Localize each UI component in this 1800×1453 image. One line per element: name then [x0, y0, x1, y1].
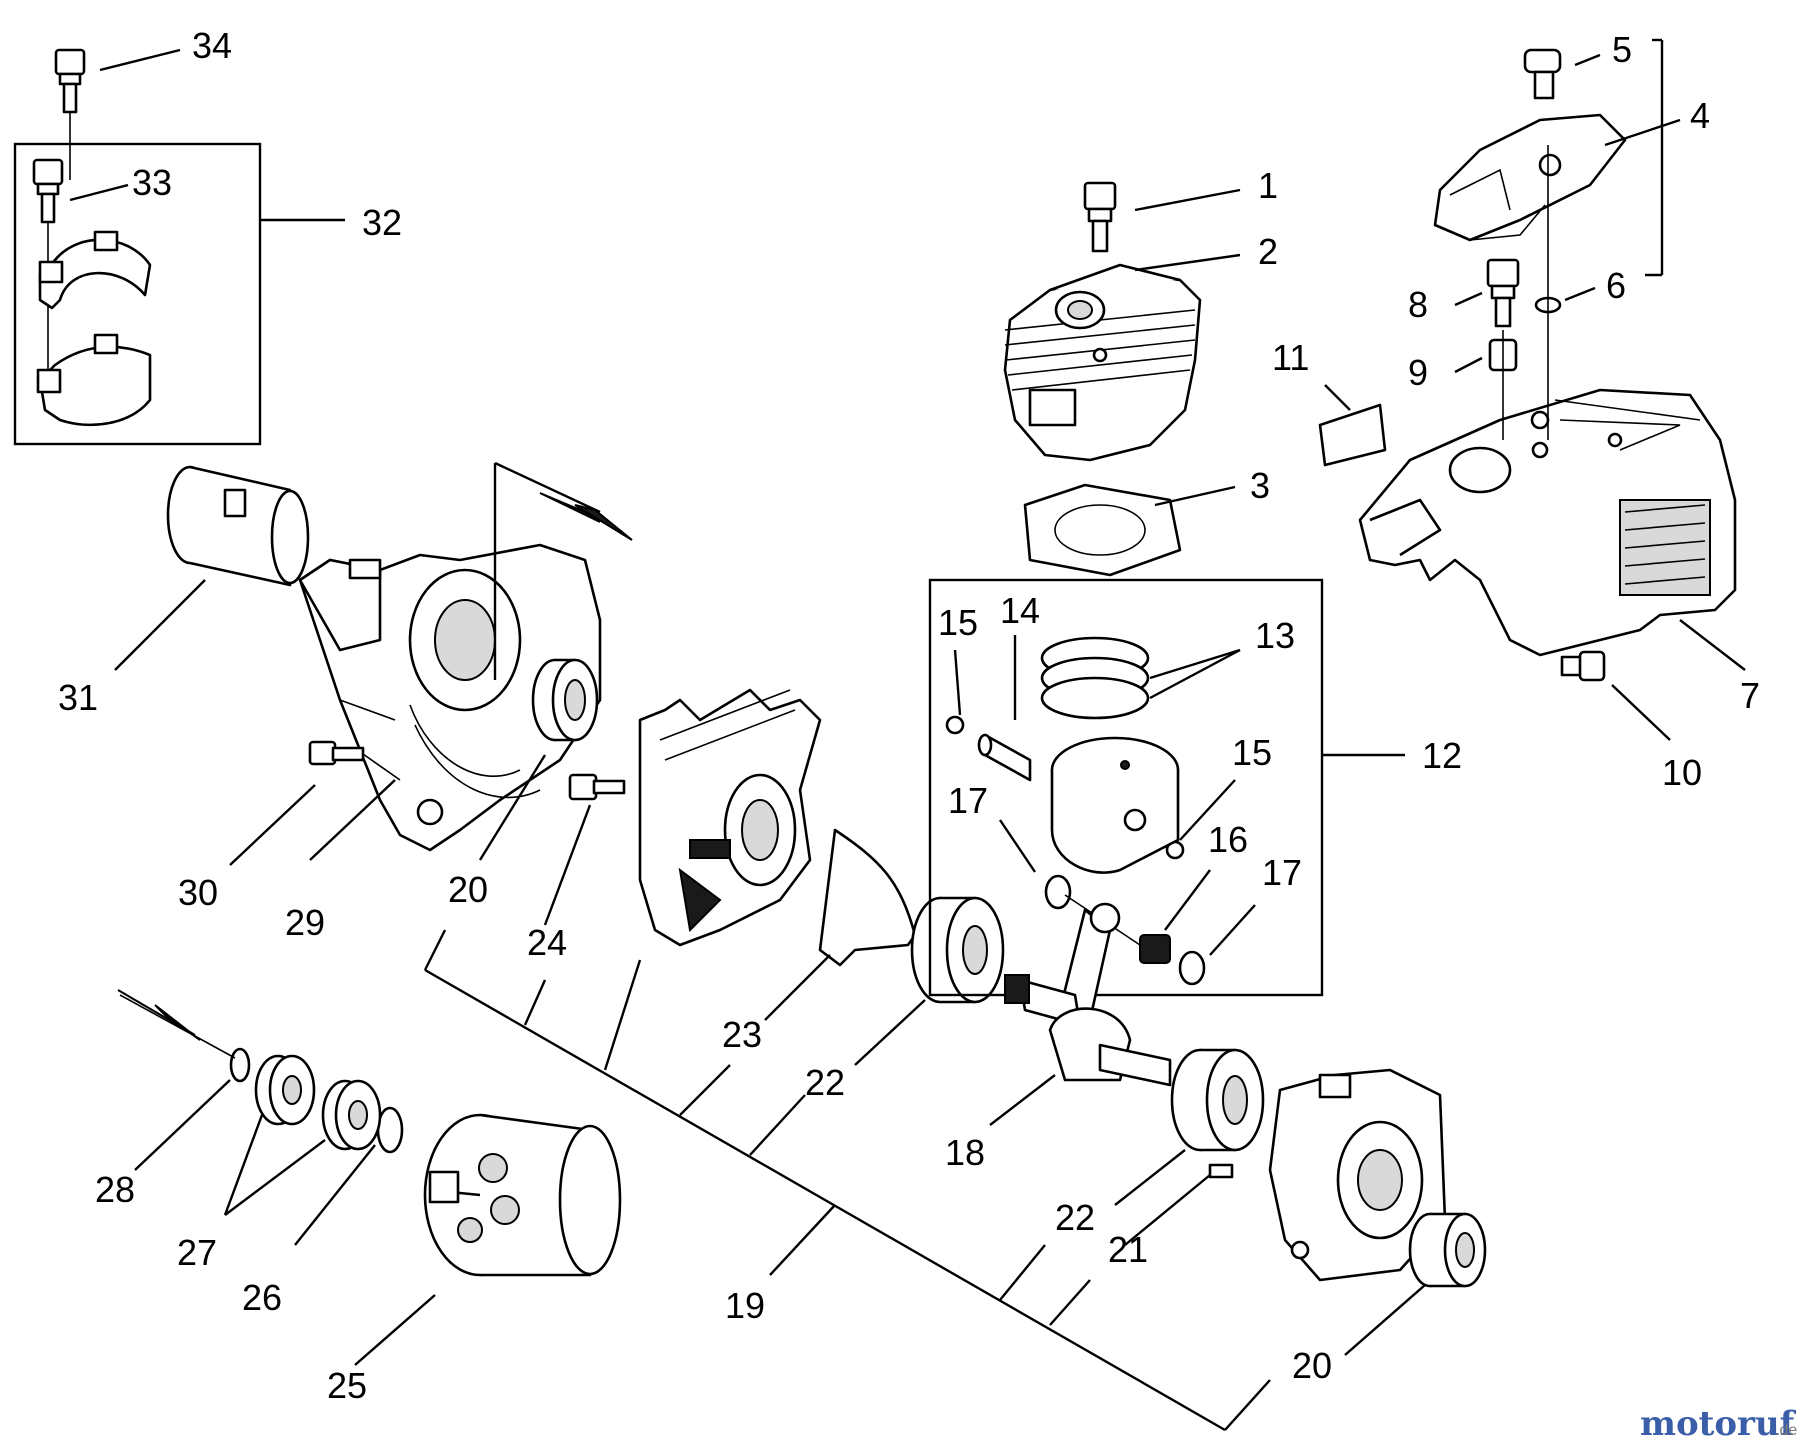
- part-15-clip: [945, 715, 1185, 860]
- callout-4: 4: [1690, 95, 1710, 136]
- watermark-logo: motoruf .de: [1640, 1404, 1797, 1444]
- part-32-clamp-kit: [13, 48, 345, 446]
- clamp-upper: [38, 238, 152, 310]
- callout-10: 10: [1662, 752, 1702, 793]
- watermark-text: motoruf: [1640, 1404, 1797, 1444]
- callout-15a: 15: [938, 602, 978, 643]
- callout-3: 3: [1250, 465, 1270, 506]
- callout-22b: 22: [1055, 1197, 1095, 1238]
- part-19-assembly-bracket: [423, 929, 1271, 1432]
- callout-5: 5: [1612, 29, 1632, 70]
- part-16-needle-bearing: [1139, 934, 1171, 964]
- part-22-bearing-right: [1170, 1048, 1265, 1152]
- watermark-suffix: .de: [1775, 1422, 1797, 1439]
- part-30-bolt: [308, 740, 401, 781]
- part-22-bearing-mid: [910, 896, 1005, 1004]
- part-29-clutch-housing: [298, 543, 602, 852]
- part-2-cylinder: [1003, 263, 1202, 462]
- part-28-clip: [229, 1047, 251, 1083]
- part-17-washer: [1044, 874, 1206, 986]
- callout-32: 32: [362, 202, 402, 243]
- part-25-clutch-drum: [423, 1113, 622, 1277]
- callout-24: 24: [527, 922, 567, 963]
- callout-20b: 20: [1292, 1345, 1332, 1386]
- callout-19: 19: [725, 1285, 765, 1326]
- part-3-gasket: [1023, 483, 1182, 577]
- part-27-bearings: [254, 1054, 382, 1151]
- callout-2: 2: [1258, 231, 1278, 272]
- callout-11: 11: [1272, 337, 1309, 378]
- callout-33: 33: [132, 162, 172, 203]
- callout-6: 6: [1606, 265, 1626, 306]
- part-21-dowel-pin: [1208, 1163, 1234, 1179]
- callout-23: 23: [722, 1014, 762, 1055]
- part-20-bearing-lower: [1408, 1212, 1487, 1288]
- callout-30: 30: [178, 872, 218, 913]
- part-10-bolt: [1560, 650, 1606, 682]
- part-12-piston-kit-box: [928, 578, 1324, 997]
- piston: [1050, 736, 1180, 874]
- callout-18: 18: [945, 1132, 985, 1173]
- part-33-bolt: [32, 158, 64, 380]
- part-8-bolt: [1486, 258, 1520, 328]
- callout-14: 14: [1000, 590, 1040, 631]
- part-5-knob: [1523, 48, 1562, 100]
- part-1-bolt: [1083, 181, 1117, 253]
- callout-1: 1: [1258, 165, 1278, 206]
- part-24-crankcase-half: [638, 688, 822, 947]
- callout-31: 31: [58, 677, 98, 718]
- part-31-sleeve: [166, 465, 310, 587]
- callout-22a: 22: [805, 1062, 845, 1103]
- part-24-bolt: [568, 773, 626, 801]
- part-7-engine-cover: [1358, 388, 1737, 657]
- callout-16: 16: [1208, 819, 1248, 860]
- part-14-piston-pin: [977, 733, 1032, 782]
- callout-labels: 1 2 3 4 5 6 7 8 9 10 11 12 13 14 15 15 1…: [58, 25, 1760, 1406]
- clamp-lower: [38, 345, 152, 427]
- callout-8: 8: [1408, 284, 1428, 325]
- part-26-circlip: [376, 1106, 404, 1154]
- part-11-label: [1318, 403, 1387, 467]
- callout-26: 26: [242, 1277, 282, 1318]
- part-13-rings: [1040, 636, 1150, 720]
- callout-25: 25: [327, 1365, 367, 1406]
- callout-12: 12: [1422, 735, 1462, 776]
- callout-17a: 17: [948, 780, 988, 821]
- callout-9: 9: [1408, 352, 1428, 393]
- part-20-bearing-upper: [531, 658, 599, 742]
- callout-27: 27: [177, 1232, 217, 1273]
- callout-13: 13: [1255, 615, 1295, 656]
- callout-20a: 20: [448, 869, 488, 910]
- callout-7: 7: [1740, 675, 1760, 716]
- part-4-cap: [1433, 113, 1627, 242]
- part-18-crankshaft: [1004, 902, 1172, 1087]
- callout-28: 28: [95, 1169, 135, 1210]
- callout-34: 34: [192, 25, 232, 66]
- callout-17b: 17: [1262, 852, 1302, 893]
- callout-29: 29: [285, 902, 325, 943]
- callout-21: 21: [1108, 1229, 1148, 1270]
- callout-15b: 15: [1232, 732, 1272, 773]
- part-34-bolt: [54, 48, 86, 180]
- part-23-gasket: [818, 828, 917, 967]
